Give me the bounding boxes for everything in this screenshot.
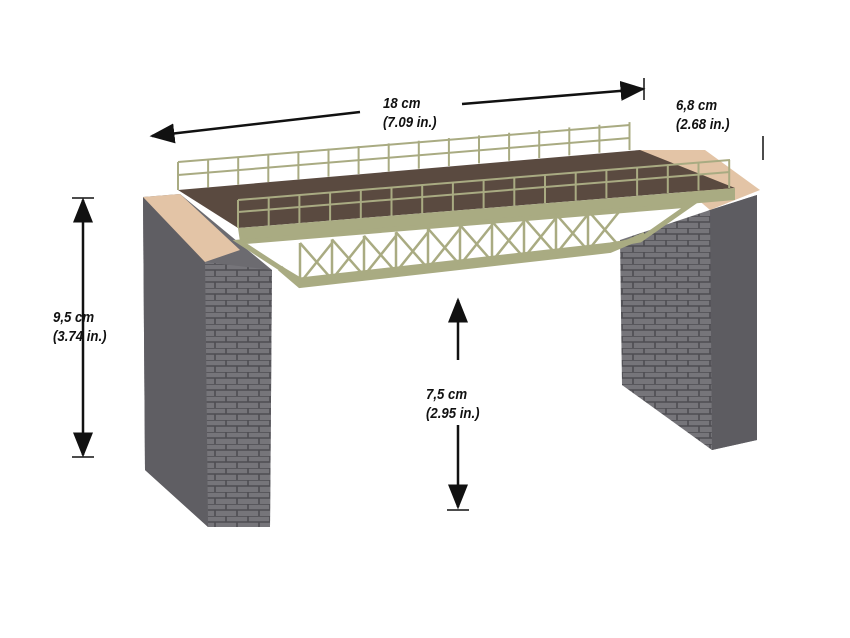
truss-member [523,216,557,256]
length-label: 18 cm (7.09 in.) [383,94,437,132]
length-imperial: (7.09 in.) [383,114,437,131]
clearance-imperial: (2.95 in.) [426,405,480,422]
truss-member [491,220,525,259]
truss-member [555,213,589,252]
width-metric: 6,8 cm [676,97,718,114]
length-metric: 18 cm [383,95,421,112]
truss-member [177,137,631,176]
pier-height-label: 9,5 cm (3.74 in.) [53,308,107,346]
width-imperial: (2.68 in.) [676,116,730,133]
clearance-label: 7,5 cm (2.95 in.) [426,385,480,423]
pier-height-metric: 9,5 cm [53,309,95,326]
bridge-deck [177,122,735,289]
truss-member [459,224,493,263]
pier-height-imperial: (3.74 in.) [53,328,107,345]
truss-member [427,227,461,266]
width-label: 6,8 cm (2.68 in.) [676,96,730,134]
dimension-lines [72,78,764,511]
truss-member [395,231,429,270]
truss-member [331,238,365,277]
truss-member [177,124,631,163]
left-pier [143,194,272,527]
truss-member [299,242,333,281]
truss-member [363,234,397,274]
clearance-metric: 7,5 cm [426,386,468,403]
truss-member [587,209,621,248]
